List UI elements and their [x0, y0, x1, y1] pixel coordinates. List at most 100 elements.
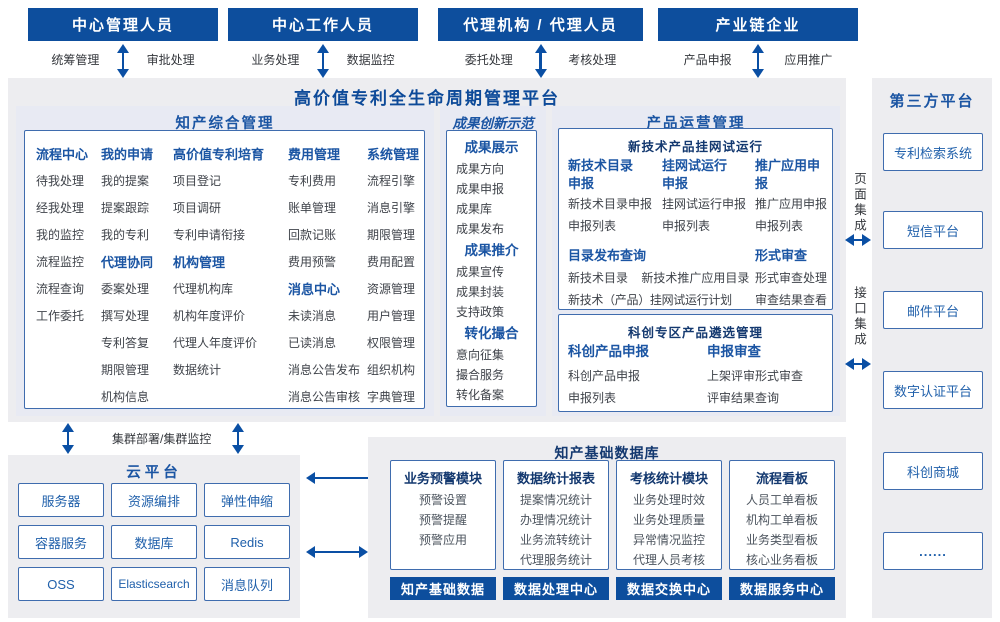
menu-item: 业务处理时效 — [632, 493, 705, 507]
menu-item: 预警应用 — [418, 533, 467, 547]
menu-item: 科创产品申报 — [568, 369, 641, 383]
db-module-statistics: 数据统计报表 提案情况统计 办理情况统计 业务流转统计 代理服务统计 — [503, 460, 609, 570]
ip-column-my-apply: 我的申请 我的提案 提案跟踪 我的专利 代理协同 委案处理 撰写处理 专利答复 … — [101, 141, 177, 411]
db-footer-bar: 数据处理中心 — [503, 577, 609, 600]
menu-item: 成果方向 — [456, 162, 505, 176]
platform-title: 高价值专利全生命周期管理平台 — [294, 89, 560, 108]
third-party-box: 短信平台 — [883, 211, 983, 249]
user-group-title: 中心管理人员 — [28, 8, 218, 41]
group-header: 科创产品申报 — [568, 344, 649, 359]
vertical-double-arrow-icon — [317, 44, 329, 78]
ip-column-system: 系统管理 流程引擎 消息引擎 期限管理 费用配置 资源管理 用户管理 权限管理 … — [367, 141, 423, 411]
menu-item: 消息公告审核 — [288, 390, 361, 404]
group-promo-declare: 推广应用申报 推广应用申报 申报列表 — [755, 157, 831, 237]
menu-item: 成果宣传 — [456, 265, 505, 279]
menu-item: 转化备案 — [456, 388, 505, 402]
group-catalog-publish-query: 目录发布查询 新技术目录 新技术推广应用目录 新技术（产品）挂网试运行计划 — [568, 247, 752, 311]
vertical-double-arrow-icon — [62, 423, 74, 454]
menu-item: 核心业务看板 — [745, 553, 818, 567]
section-third-party: 第三方平台 专利检索系统 短信平台 邮件平台 数字认证平台 科创商城 .....… — [872, 78, 992, 618]
menu-item: 期限管理 — [367, 228, 416, 242]
group-sci-product-declare: 科创产品申报 科创产品申报 申报列表 — [568, 343, 698, 409]
module-header: 流程中心 — [36, 147, 89, 162]
menu-item: 流程监控 — [36, 255, 85, 269]
menu-item: 推广应用申报 — [755, 197, 828, 211]
section-title: 知产基础数据库 — [554, 445, 660, 461]
menu-item: 机构工单看板 — [745, 513, 818, 527]
module-header: 考核统计模块 — [629, 471, 708, 486]
menu-item: 成果申报 — [456, 182, 505, 196]
menu-item: 代理服务统计 — [519, 553, 592, 567]
user-role-label: 审批处理 — [146, 53, 195, 67]
menu-item: 数据统计 — [173, 363, 222, 377]
menu-item: 专利费用 — [288, 174, 337, 188]
user-group-center-staff: 中心工作人员 业务处理 数据监控 — [228, 8, 418, 78]
module-header: 成果展示 — [464, 140, 519, 155]
menu-item: 期限管理 — [101, 363, 150, 377]
menu-item: 消息公告发布 — [288, 363, 361, 377]
menu-item: 权限管理 — [367, 336, 416, 350]
menu-item: 经我处理 — [36, 201, 85, 215]
section-title: 云平台 — [126, 465, 182, 481]
menu-item: 意向征集 — [456, 348, 505, 362]
page-integration-label: 页面集成 — [852, 172, 866, 234]
menu-item: 形式审查处理 — [755, 271, 828, 285]
user-role-label: 统筹管理 — [51, 53, 100, 67]
ip-management-box: 流程中心 待我处理 经我处理 我的监控 流程监控 流程查询 工作委托 我的申请 … — [24, 130, 425, 409]
group-header: 形式审查 — [755, 248, 808, 263]
menu-item: 费用配置 — [367, 255, 416, 269]
user-group-title: 代理机构 / 代理人员 — [438, 8, 643, 41]
menu-item: 撮合服务 — [456, 368, 505, 382]
user-role-label: 应用推广 — [784, 53, 833, 67]
menu-item: 流程引擎 — [367, 174, 416, 188]
user-role-label: 考核处理 — [568, 53, 617, 67]
new-tech-trial-box: 新技术产品挂网试运行 新技术目录申报 新技术目录申报 申报列表 挂网试运行申报 … — [558, 128, 833, 310]
menu-item: 申报列表 — [568, 219, 617, 233]
box-title: 科创专区产品遴选管理 — [627, 326, 763, 340]
group-header: 申报审查 — [707, 344, 761, 359]
menu-item: 上架评审形式审查 — [707, 369, 804, 383]
section-cloud-platform: 云平台 服务器 资源编排 弹性伸缩 容器服务 数据库 Redis OSS Ela… — [8, 455, 300, 618]
menu-item: 撰写处理 — [101, 309, 150, 323]
module-header: 机构管理 — [173, 255, 226, 270]
menu-item: 人员工单看板 — [745, 493, 818, 507]
group-trial-declare: 挂网试运行申报 挂网试运行申报 申报列表 — [662, 157, 754, 237]
cluster-label: 集群部署/集群监控 — [112, 432, 212, 446]
menu-item: 挂网试运行申报 — [662, 197, 747, 211]
module-header: 成果推介 — [464, 243, 519, 258]
api-integration-label: 接口集成 — [852, 286, 866, 348]
menu-item: 流程查询 — [36, 282, 85, 296]
cloud-service-box: 弹性伸缩 — [204, 483, 290, 517]
third-party-box-more: ...... — [883, 532, 983, 570]
cloud-service-box: 数据库 — [111, 525, 197, 559]
third-party-box: 邮件平台 — [883, 291, 983, 329]
menu-item: 消息引擎 — [367, 201, 416, 215]
cloud-service-box: 服务器 — [18, 483, 104, 517]
menu-item: 费用预警 — [288, 255, 337, 269]
user-role-label: 业务处理 — [251, 53, 300, 67]
module-header: 费用管理 — [288, 147, 341, 162]
menu-item: 办理情况统计 — [519, 513, 592, 527]
menu-item: 提案跟踪 — [101, 201, 150, 215]
achievement-box: 成果展示 成果方向 成果申报 成果库 成果发布 成果推介 成果宣传 成果封装 支… — [446, 130, 537, 407]
db-footer-bar: 数据交换中心 — [616, 577, 722, 600]
menu-item: 提案情况统计 — [519, 493, 592, 507]
db-footer-bar: 数据服务中心 — [729, 577, 835, 600]
menu-item: 未读消息 — [288, 309, 337, 323]
menu-item: 我的专利 — [101, 228, 150, 242]
section-ip-database: 知产基础数据库 业务预警模块 预警设置 预警提醒 预警应用 数据统计报表 提案情… — [368, 437, 846, 618]
menu-item: 成果库 — [456, 202, 493, 216]
db-module-warning: 业务预警模块 预警设置 预警提醒 预警应用 — [390, 460, 496, 570]
user-group-agencies: 代理机构 / 代理人员 委托处理 考核处理 — [438, 8, 643, 78]
module-header: 系统管理 — [367, 147, 420, 162]
menu-item: 机构年度评价 — [173, 309, 246, 323]
db-footer-bar: 知产基础数据 — [390, 577, 496, 600]
db-module-assessment: 考核统计模块 业务处理时效 业务处理质量 异常情况监控 代理人员考核 — [616, 460, 722, 570]
menu-item: 业务类型看板 — [745, 533, 818, 547]
horizontal-double-arrow-icon — [845, 358, 871, 370]
group-formal-review: 形式审查 形式审查处理 审查结果查看 — [755, 247, 831, 311]
menu-item: 回款记账 — [288, 228, 337, 242]
module-header: 业务预警模块 — [403, 471, 482, 486]
menu-item: 评审结果查询 — [707, 391, 780, 405]
user-group-center-managers: 中心管理人员 统筹管理 审批处理 — [28, 8, 218, 78]
